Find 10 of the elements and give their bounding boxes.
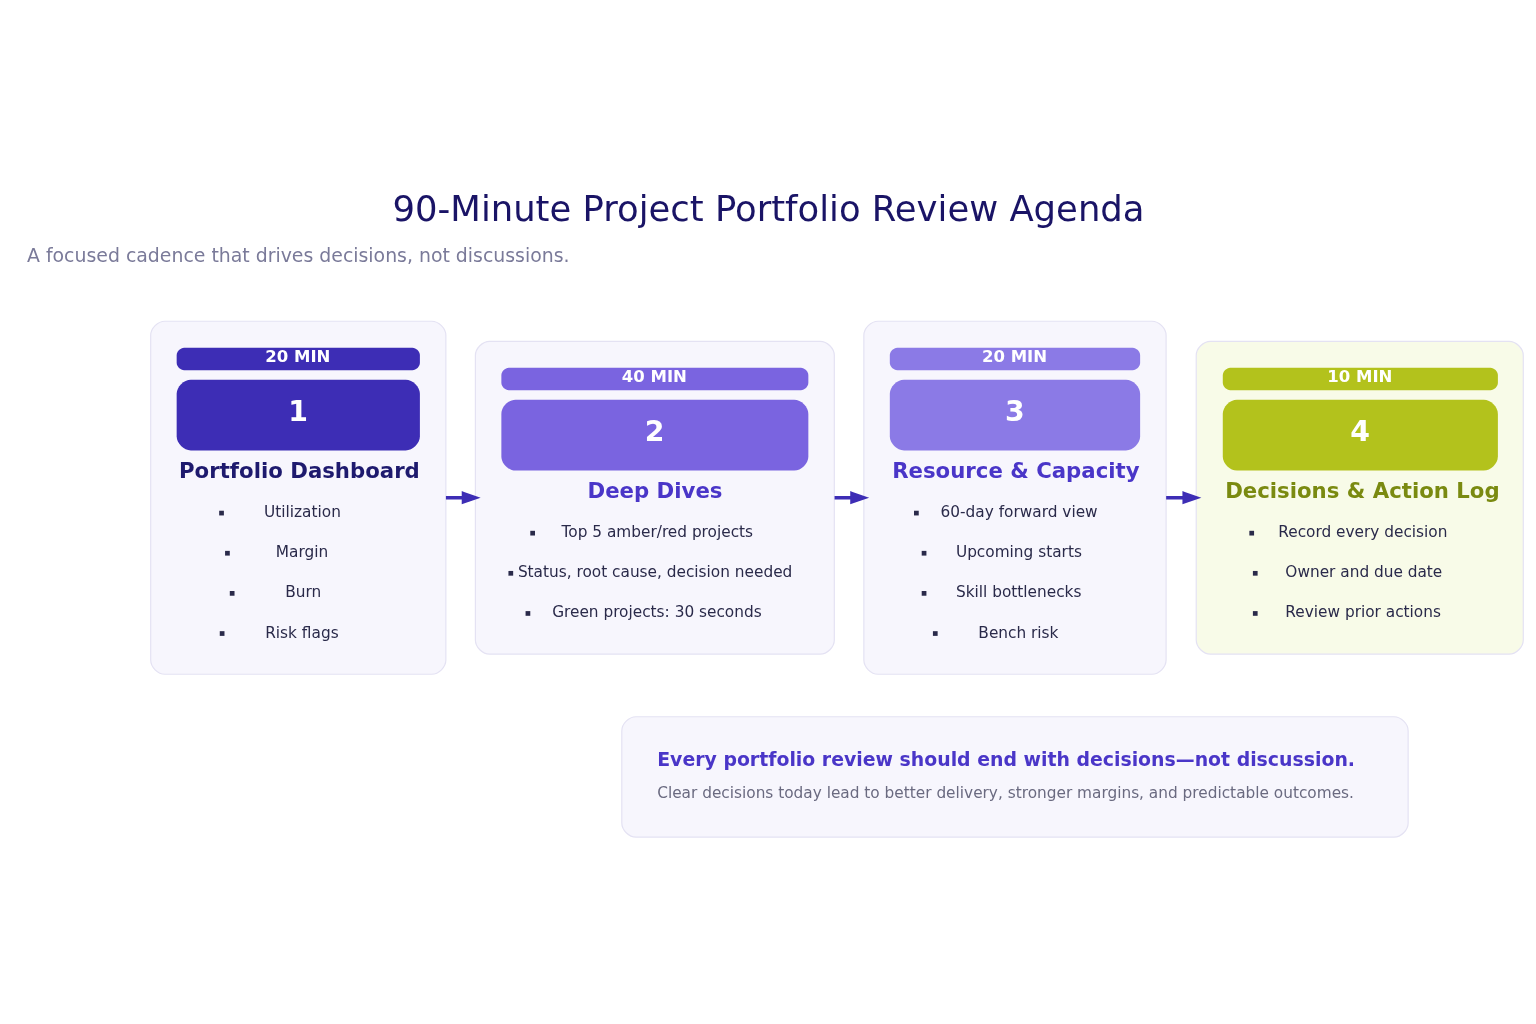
node-box: 20 MIN 3 Resource & Capacity 60-day forward view Upcoming starts Skill bottlenecks Bench risk	[862, 320, 1167, 675]
arrow	[834, 490, 869, 504]
node-box: Every portfolio review should end with decisions—not discussion. Clear decisions today lead to better delivery, stronger margins, and predictable outcomes.	[620, 715, 1409, 838]
node-box: 20 MIN 1 Portfolio Dashboard Utilization Margin Burn Risk flags	[149, 320, 446, 675]
arrow	[1165, 490, 1201, 504]
label: A focused cadence that drives decisions, not discussions.	[26, 243, 570, 266]
arrow	[445, 490, 481, 504]
node-box: 10 MIN 4 Decisions & Action Log Record every decision Owner and due date Review prior actions	[1195, 340, 1524, 655]
node-box: 40 MIN 2 Deep Dives Top 5 amber/red projects Status, root cause, decision needed Green projects: 30 seconds	[474, 340, 835, 655]
diagram-title: 90-Minute Project Portfolio Review Agenda	[392, 187, 1144, 229]
